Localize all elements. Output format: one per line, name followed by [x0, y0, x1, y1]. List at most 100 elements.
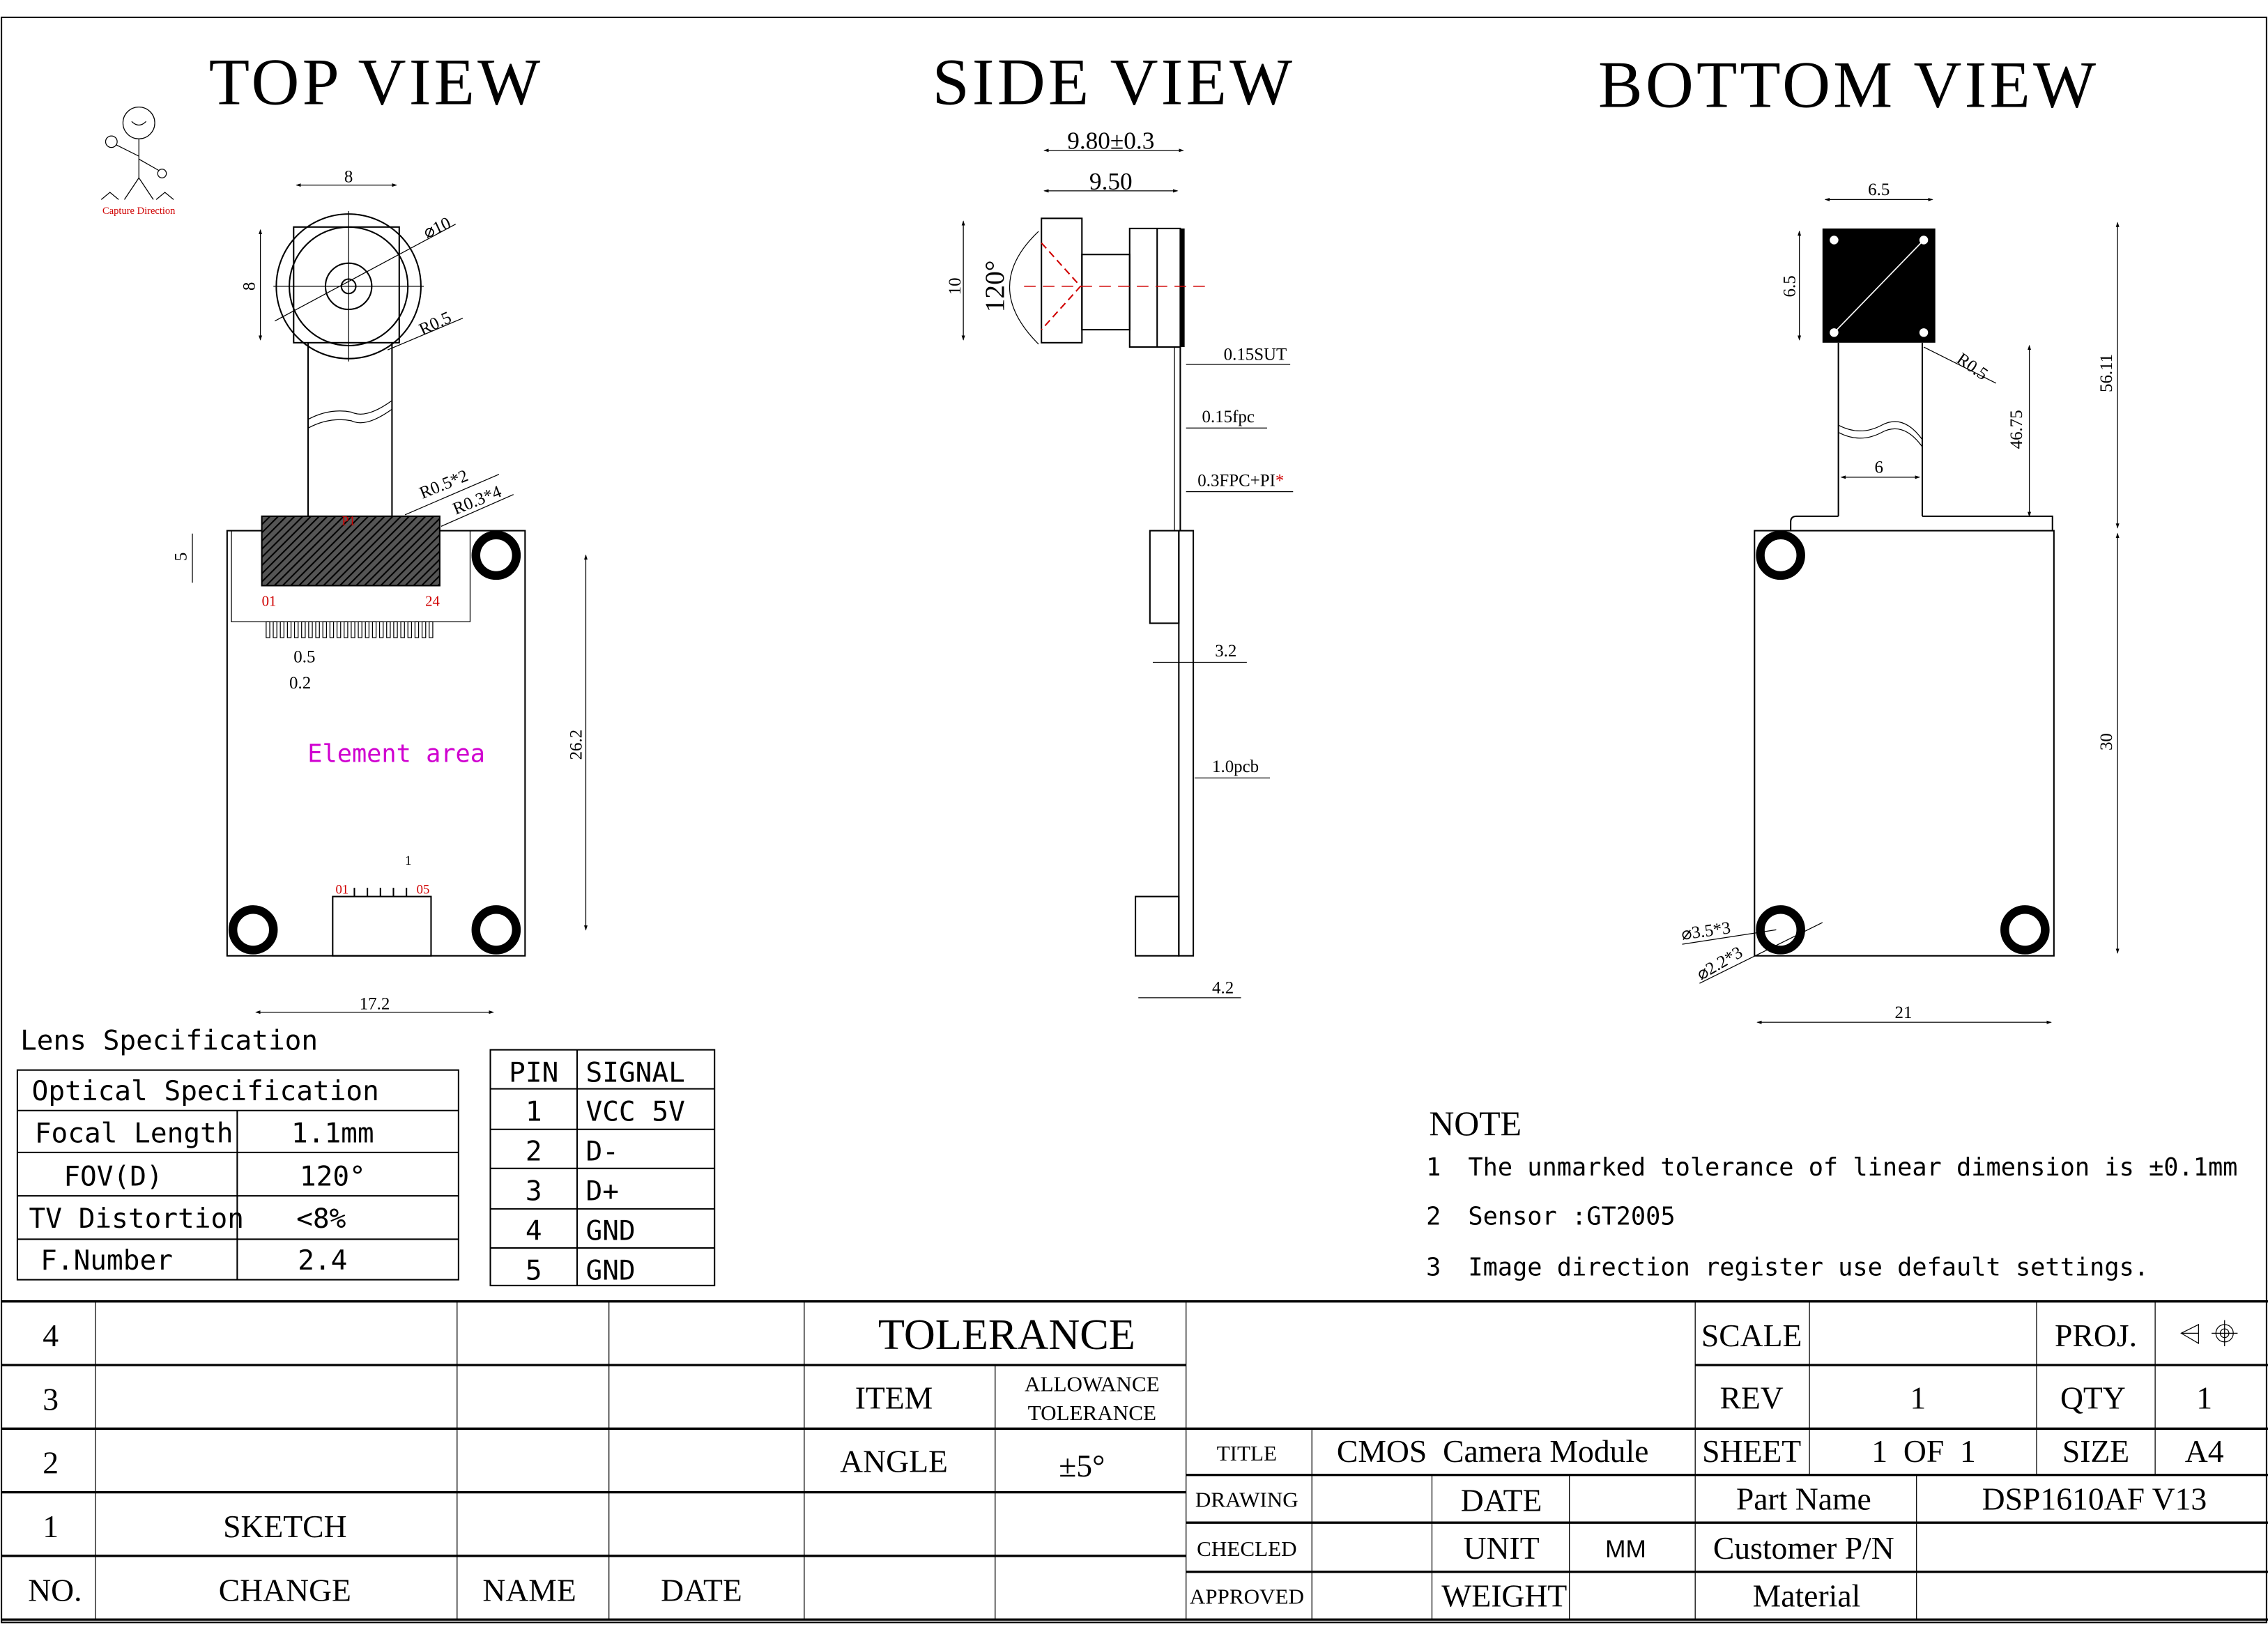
dim-connector-depth: 3.2 [1215, 642, 1236, 661]
tolerance-title: TOLERANCE [878, 1311, 1135, 1359]
dim-lens-height: 8 [240, 282, 259, 291]
dim-pin-pitch: 0.5 [293, 647, 315, 666]
dim-lens-diameter: ⌀10 [420, 214, 454, 242]
qty-value: 1 [2196, 1380, 2212, 1415]
dim-hole-inner: ⌀2.2*3 [1694, 943, 1746, 984]
part-name-value: DSP1610AF V13 [1982, 1481, 2207, 1517]
connector-pin [400, 621, 405, 638]
pin-signal: GND [585, 1255, 635, 1287]
signal-header: SIGNAL [585, 1056, 684, 1088]
side-view-title: SIDE VIEW [933, 45, 1296, 118]
tolerance-allowance-header: TOLERANCE [1028, 1401, 1156, 1425]
pin-number: 1 [526, 1095, 542, 1127]
connector-pin [315, 621, 320, 638]
approved-label: APPROVED [1190, 1584, 1304, 1608]
checked-label: CHECLED [1197, 1536, 1296, 1561]
connector-pin [322, 621, 328, 638]
pin-last-label: 24 [425, 594, 440, 610]
dim-flex-width: 6 [1875, 458, 1883, 477]
dim-flex-length: 46.75 [2007, 410, 2026, 449]
connector-pin [293, 621, 299, 638]
lens-spec-header: Optical Specification [32, 1075, 379, 1107]
header-name: NAME [482, 1572, 576, 1608]
rev-row-number: 2 [43, 1445, 59, 1481]
dim-connector-height: 5 [172, 553, 191, 561]
rev-label: REV [1719, 1380, 1783, 1415]
header-date: DATE [661, 1572, 742, 1608]
connector-pin [358, 621, 362, 638]
title-label: TITLE [1217, 1441, 1277, 1465]
note-number: 3 [1426, 1253, 1441, 1281]
part-name-label: Part Name [1736, 1481, 1871, 1517]
note-text: Sensor :GT2005 [1468, 1203, 1675, 1231]
tolerance-item: ANGLE [840, 1444, 948, 1479]
pin-signal: VCC 5V [585, 1095, 684, 1127]
size-value: A4 [2185, 1433, 2224, 1469]
spec-value: 2.4 [298, 1244, 347, 1277]
dim-pin-width: 0.2 [289, 674, 311, 693]
connector-pin [414, 621, 420, 638]
top-view: 8 8 ⌀10 R0.5 R0.5*2 R0.3*4 5 0.5 0.2 26.… [172, 167, 588, 1015]
spec-label: TV Distortion [29, 1203, 244, 1235]
pin-number: 4 [526, 1215, 542, 1247]
date-label: DATE [1461, 1483, 1542, 1518]
sheet-border [1, 16, 2267, 1624]
spec-label: Focal Length [35, 1117, 233, 1149]
connector-pin [351, 621, 355, 638]
mount-hole [228, 905, 278, 955]
notes-title: NOTE [1429, 1104, 1522, 1143]
dim-sut: 0.15SUT [1224, 346, 1287, 364]
pin-header: PIN [509, 1056, 558, 1088]
connector-pin [386, 621, 391, 638]
spec-value: <8% [296, 1203, 346, 1235]
material-label: Material [1753, 1578, 1861, 1614]
lens-spec-table: Lens Specification Optical Specification… [16, 1025, 459, 1281]
sheet-label: SHEET [1702, 1433, 1801, 1469]
header-no: NO. [28, 1572, 82, 1608]
weight-label: WEIGHT [1441, 1578, 1567, 1614]
small-pin-last-label: 05 [417, 882, 430, 897]
spec-value: 1.1mm [291, 1117, 374, 1149]
spec-label: F.Number [40, 1244, 173, 1277]
proj-label: PROJ. [2055, 1318, 2137, 1353]
pin-number: 5 [526, 1255, 542, 1287]
spec-label: FOV(D) [63, 1161, 162, 1193]
connector-pin [393, 621, 398, 638]
title-value: CMOS Camera Module [1337, 1433, 1648, 1469]
connector-pin [266, 621, 270, 638]
rev-change-sketch: SKETCH [223, 1509, 347, 1544]
side-view: 9.80±0.3 9.50 10 120° 0.15SUT 0.15fpc 0.… [946, 128, 1294, 999]
dim-board-width: 21 [1895, 1003, 1913, 1022]
dim-flex-radius: R0.5 [1953, 350, 1991, 384]
tolerance-value: ±5° [1059, 1448, 1105, 1483]
rev-value: 1 [1910, 1380, 1926, 1415]
rev-row-number: 4 [43, 1318, 59, 1353]
dim-hole-outer: ⌀3.5*3 [1680, 918, 1732, 944]
connector-pin [301, 621, 306, 638]
dim-pcb: 1.0pcb [1212, 757, 1259, 776]
dim-board-height: 26.2 [567, 730, 585, 760]
connector-pin [279, 621, 285, 638]
dim-small-pitch: 1 [405, 854, 411, 868]
pin-number: 3 [526, 1175, 542, 1207]
connector-pin [308, 621, 313, 638]
dim-lens-height-side: 10 [946, 277, 965, 295]
tolerance-allowance-header: ALLOWANCE [1025, 1371, 1160, 1396]
dim-fpc-pi: 0.3FPC+PI* [1197, 471, 1284, 490]
spec-value: 120° [300, 1161, 366, 1193]
size-label: SIZE [2062, 1433, 2129, 1469]
notes: NOTE 1 The unmarked tolerance of linear … [1426, 1104, 2237, 1281]
connector-pin [407, 621, 413, 638]
note-number: 1 [1426, 1153, 1441, 1182]
connector-pin [344, 621, 348, 638]
top-view-title: TOP VIEW [209, 45, 544, 118]
pin-signal: GND [585, 1215, 635, 1247]
qty-label: QTY [2060, 1380, 2126, 1415]
note-text: The unmarked tolerance of linear dimensi… [1468, 1153, 2237, 1182]
connector-pin [429, 621, 434, 638]
pin-row [266, 621, 434, 638]
connector-pin [286, 621, 292, 638]
mount-hole [1756, 905, 1805, 955]
mount-hole [1756, 530, 1805, 580]
